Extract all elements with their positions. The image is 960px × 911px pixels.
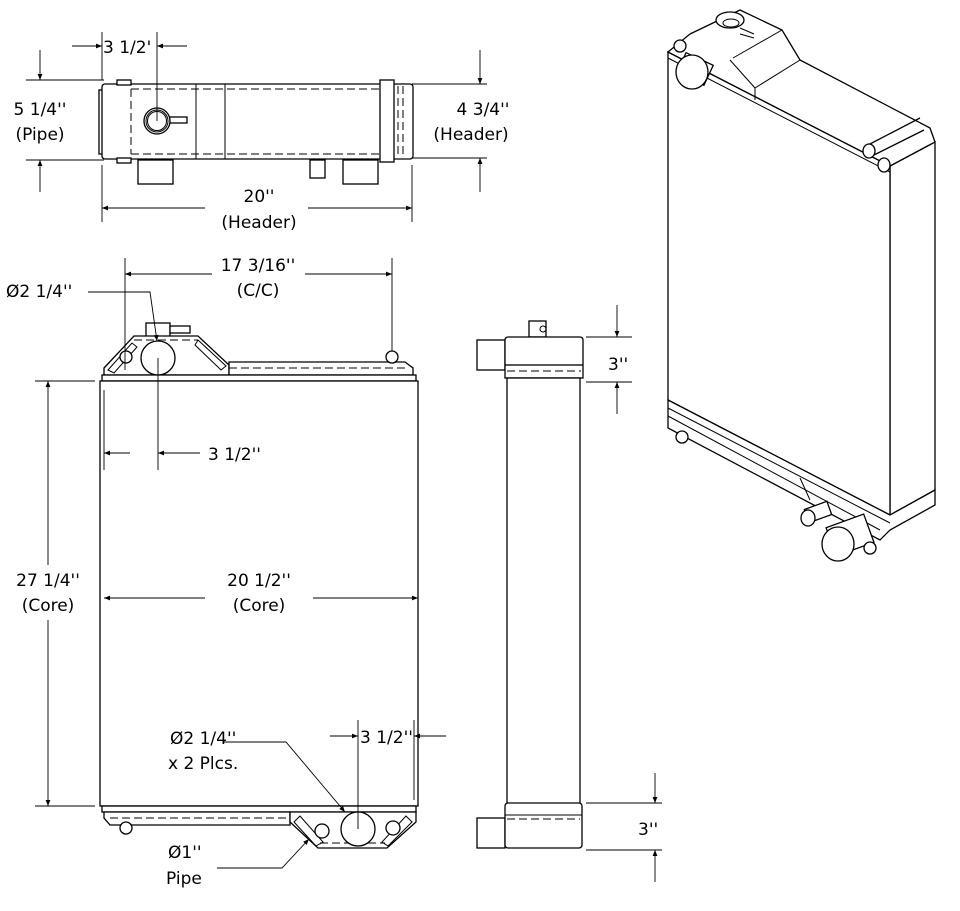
iso-outlet-pipe-icon <box>821 526 855 562</box>
label-small-pipe-note: Pipe <box>166 869 202 889</box>
core <box>506 377 581 807</box>
label-bottom-pipe-qty: x 2 Plcs. <box>168 754 238 774</box>
filler-neck <box>145 322 171 338</box>
top-tank <box>504 336 584 368</box>
side-view: 3'' 3'' <box>476 305 662 882</box>
front-view: 17 3/16'' (C/C) Ø2 1/4'' 3 1/2'' 27 1/4'… <box>6 256 446 889</box>
iso-filler-cap-icon <box>715 11 745 29</box>
iso-top-tank <box>666 9 936 167</box>
label-bottom-pipe-diameter: Ø2 1/4'' <box>170 729 236 749</box>
small-pipe-icon <box>119 350 133 364</box>
small-pipe-icon <box>385 350 399 364</box>
filler-neck <box>528 320 547 338</box>
label-small-pipe-diameter: Ø1'' <box>168 843 202 863</box>
small-pipe-icon <box>119 821 133 835</box>
bottom-stub-right <box>342 159 379 185</box>
isometric-view <box>666 9 936 562</box>
dim-header-width-note: (Header) <box>221 213 296 233</box>
outlet-stub <box>476 817 506 849</box>
top-view: 3 1/2' 5 1/4'' (Pipe) 4 3/4'' (Header) 2… <box>14 32 510 233</box>
dim-core-width-note: (Core) <box>233 596 286 616</box>
header-tank <box>101 83 414 160</box>
dim-bottom-tank-height: 3'' <box>638 820 658 840</box>
dim-top-tank-height: 3'' <box>608 355 628 375</box>
dim-center-to-center: 17 3/16'' <box>221 256 296 276</box>
dim-center-to-center-note: (C/C) <box>237 281 280 301</box>
dim-core-height-note: (Core) <box>22 596 75 616</box>
core <box>99 380 419 807</box>
bottom-tank <box>504 802 583 849</box>
dim-pipe-offset: 3 1/2' <box>103 38 151 58</box>
small-pipe-icon <box>385 820 401 836</box>
dim-bottom-pipe-offset: 3 1/2'' <box>360 728 413 748</box>
dim-header-height: 4 3/4'' <box>457 100 510 120</box>
small-pipe-icon <box>314 823 330 839</box>
header-band <box>379 79 395 163</box>
dim-core-height: 27 1/4'' <box>16 571 80 591</box>
dim-header-width: 20'' <box>244 187 275 207</box>
iso-inlet-pipe-icon <box>675 54 709 90</box>
dim-top-pipe-offset: 3 1/2'' <box>208 445 261 465</box>
dim-pipe-height: 5 1/4'' <box>14 100 67 120</box>
dim-core-width: 20 1/2'' <box>227 571 291 591</box>
bottom-stub-small <box>309 159 326 179</box>
iso-small-pipe-icon <box>800 509 816 527</box>
dim-pipe-height-note: (Pipe) <box>15 125 64 145</box>
label-top-pipe-diameter: Ø2 1/4'' <box>6 282 72 302</box>
dim-header-height-note: (Header) <box>433 125 508 145</box>
bottom-stub-left <box>137 159 174 185</box>
inlet-stub <box>476 339 506 371</box>
